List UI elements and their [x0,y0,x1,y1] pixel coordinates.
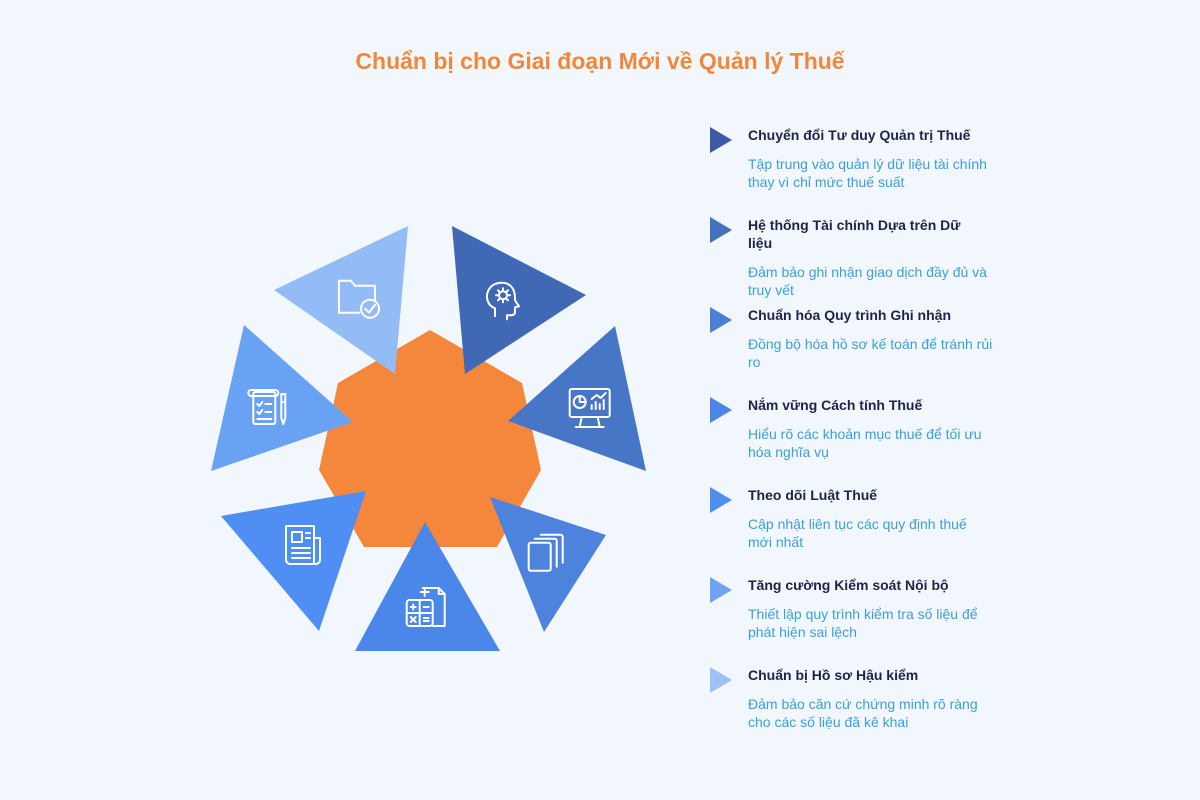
item-description: Đảm bảo căn cứ chứng minh rõ ràng cho cá… [748,696,978,730]
triangle-marker-icon [710,307,732,333]
radial-diagram [211,226,646,651]
item-title: Chuyển đổi Tư duy Quản trị Thuế [748,127,971,143]
item-description: Hiểu rõ các khoản mục thuế để tối ưu hóa… [748,426,982,460]
page-title: Chuẩn bị cho Giai đoạn Mới về Quản lý Th… [355,48,845,74]
folder-check-icon [338,279,380,319]
newspaper-icon [285,525,321,565]
triangle-marker-icon [710,217,732,243]
item-title: Hệ thống Tài chính Dựa trên Dữ liệu [748,217,961,251]
diagram-segment [355,522,500,651]
triangle-marker-icon [710,487,732,513]
item-title: Tăng cường Kiểm soát Nội bộ [748,577,949,593]
triangle-marker-icon [710,577,732,603]
diagram-segment [490,497,606,632]
item-description: Cập nhật liên tục các quy định thuế mới … [748,516,967,550]
diagram-segment [221,491,366,631]
calculator-document-icon [405,587,446,627]
triangle-marker-icon [710,397,732,423]
analytics-monitor-icon [568,388,611,428]
center-heptagon [319,330,541,547]
triangle-marker-icon [710,667,732,693]
diagram-segment [452,226,586,374]
list-item: Hệ thống Tài chính Dựa trên Dữ liệu Đảm … [710,214,1000,304]
item-description: Đồng bộ hóa hồ sơ kế toán để tránh rủi r… [748,336,993,370]
list-item: Chuyển đổi Tư duy Quản trị Thuế Tập trun… [710,124,1000,214]
triangle-marker-icon [710,127,732,153]
list-item: Nắm vững Cách tính Thuế Hiểu rõ các khoả… [710,394,1000,484]
list-item: Tăng cường Kiểm soát Nội bộ Thiết lập qu… [710,574,1000,664]
brain-gear-icon [486,281,520,321]
item-title: Chuẩn hóa Quy trình Ghi nhận [748,307,951,323]
list-item: Theo dõi Luật Thuế Cập nhật liên tục các… [710,484,1000,574]
item-description: Tập trung vào quản lý dữ liệu tài chính … [748,156,987,190]
item-title: Nắm vững Cách tính Thuế [748,397,923,413]
diagram-segment [274,226,408,374]
list-item: Chuẩn bị Hồ sơ Hậu kiểm Đảm bảo căn cứ c… [710,664,1000,754]
step-list: Chuyển đổi Tư duy Quản trị Thuế Tập trun… [710,124,1000,754]
diagram-segment [508,326,646,471]
item-description: Thiết lập quy trình kiểm tra số liệu để … [748,606,978,640]
checklist-pen-icon [247,389,287,425]
list-item: Chuẩn hóa Quy trình Ghi nhận Đồng bộ hóa… [710,304,1000,394]
item-title: Theo dõi Luật Thuế [748,487,878,503]
stacked-cards-icon [527,533,564,572]
item-title: Chuẩn bị Hồ sơ Hậu kiểm [748,667,919,683]
item-description: Đảm bảo ghi nhận giao dịch đầy đủ và tru… [748,264,987,298]
